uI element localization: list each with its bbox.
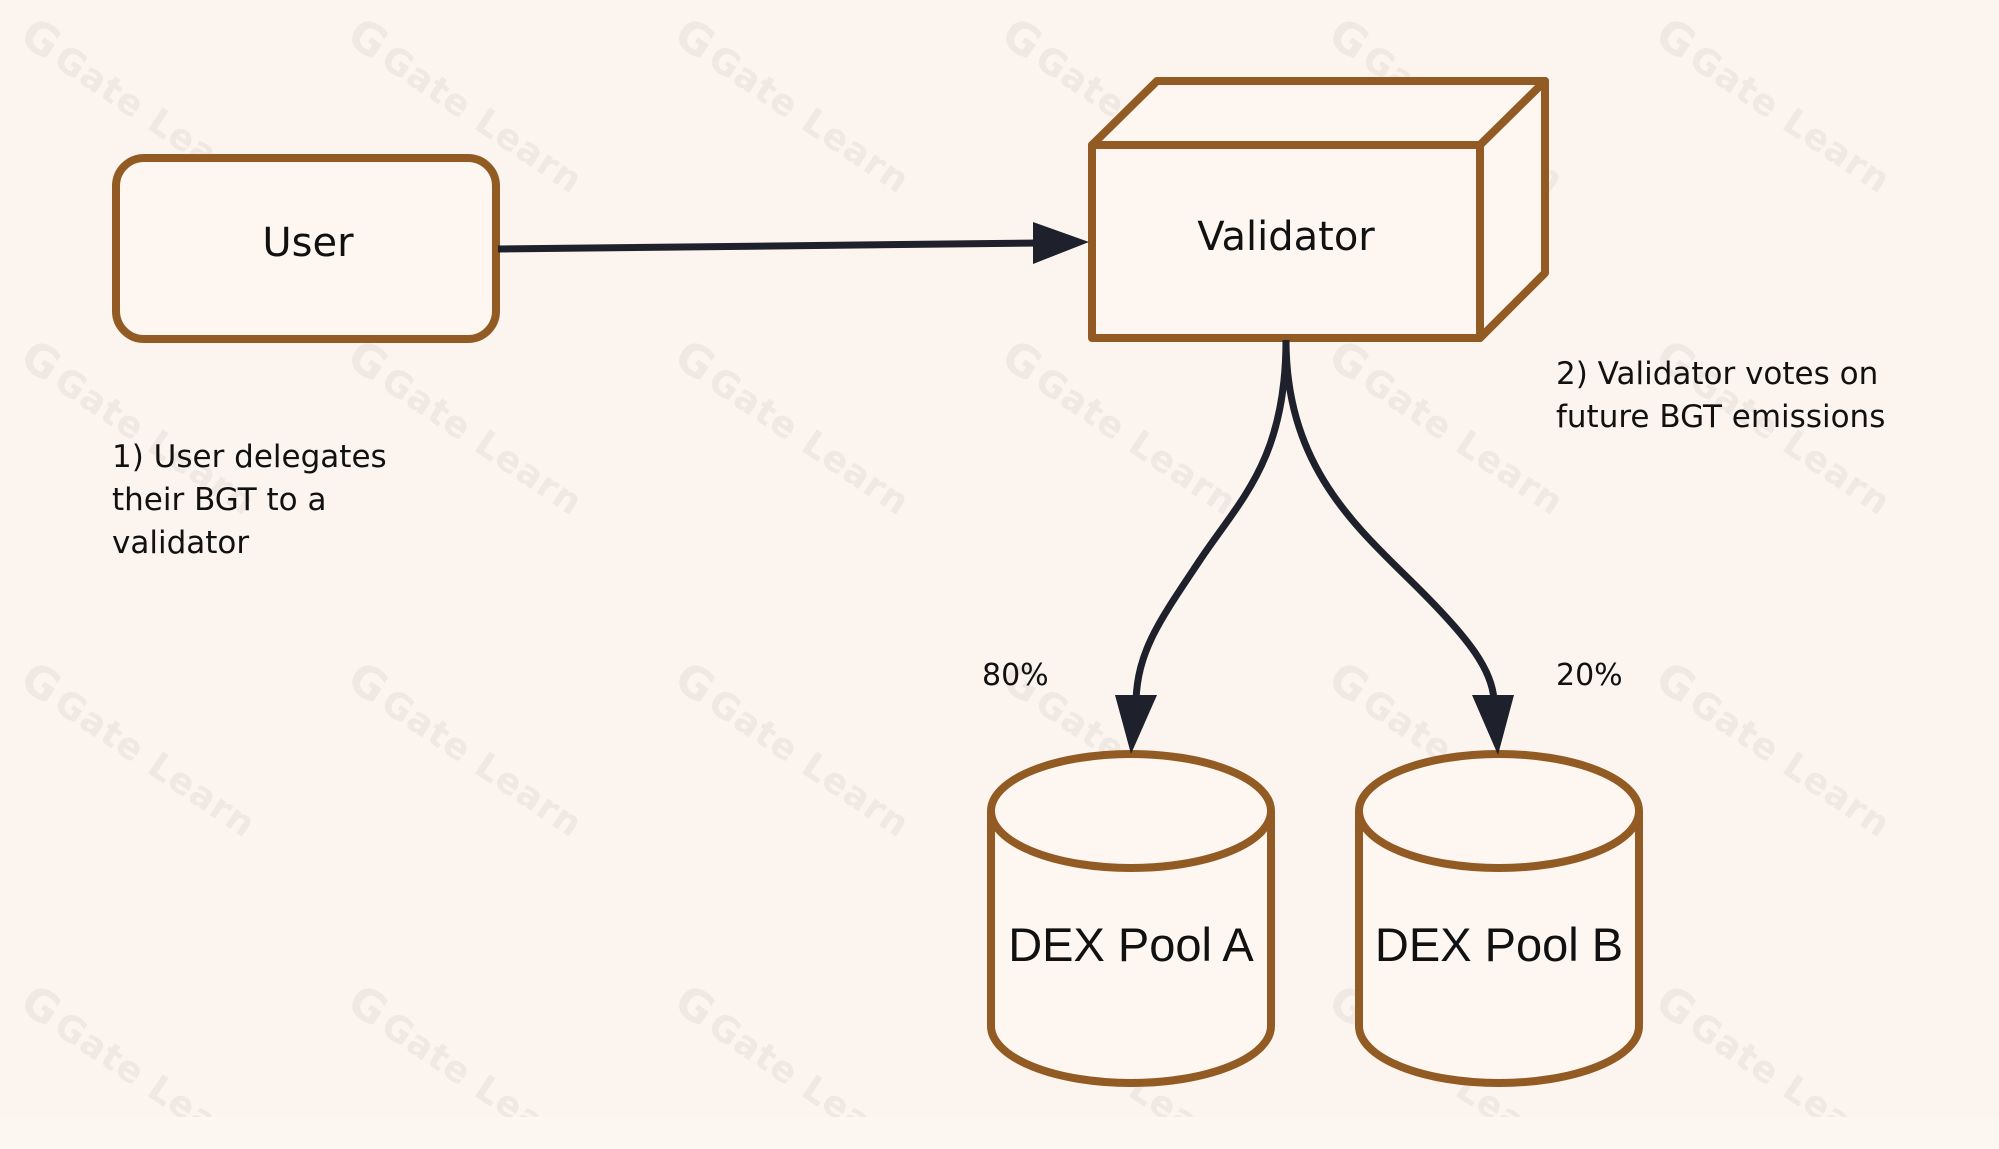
validator-node-label: Validator — [1197, 214, 1375, 260]
step2-note-line: future BGT emissions — [1556, 399, 1886, 435]
arrowhead-icon — [1033, 222, 1089, 264]
pool-a-cylinder-top — [987, 750, 1275, 872]
step2-note: 2) Validator votes on future BGT emissio… — [1556, 353, 1885, 439]
pool-a-cylinder-body — [987, 811, 1275, 1087]
edge-label-pool-b-share: 20% — [1556, 658, 1623, 693]
arrowhead-icon — [1115, 695, 1157, 754]
step2-note-line: 2) Validator votes on — [1556, 356, 1879, 392]
edge-user-to-validator — [497, 222, 1089, 264]
step1-note-line: their BGT to a — [112, 482, 327, 518]
edge-validator-to-pool-a — [1115, 339, 1290, 754]
validator-node-shape[interactable] — [1088, 77, 1549, 342]
pool-b-cylinder-body — [1355, 811, 1643, 1087]
pool-a-node-label: DEX Pool A — [1008, 918, 1254, 971]
pool-b-node-label: DEX Pool B — [1374, 918, 1624, 971]
pool-b-cylinder-top — [1355, 750, 1643, 872]
arrowhead-icon — [1472, 695, 1514, 755]
validator-box-front — [1088, 141, 1484, 342]
edge-validator-to-pool-b — [1282, 339, 1514, 755]
edge-validator-pool-b-curve — [1282, 339, 1498, 701]
step1-note-line: validator — [112, 525, 250, 561]
pool-a-node-shape[interactable] — [987, 750, 1275, 1087]
user-node-label: User — [262, 220, 354, 266]
edge-user-validator-line — [497, 239, 1041, 253]
validator-box-top — [1088, 77, 1549, 149]
user-node-shape[interactable] — [112, 154, 500, 343]
edge-validator-pool-a-curve — [1132, 339, 1290, 701]
pool-b-node-shape[interactable] — [1355, 750, 1643, 1087]
step1-note-line: 1) User delegates — [112, 439, 387, 475]
step1-note: 1) User delegates their BGT to a validat… — [112, 436, 387, 565]
edge-label-pool-a-share: 80% — [982, 658, 1049, 693]
